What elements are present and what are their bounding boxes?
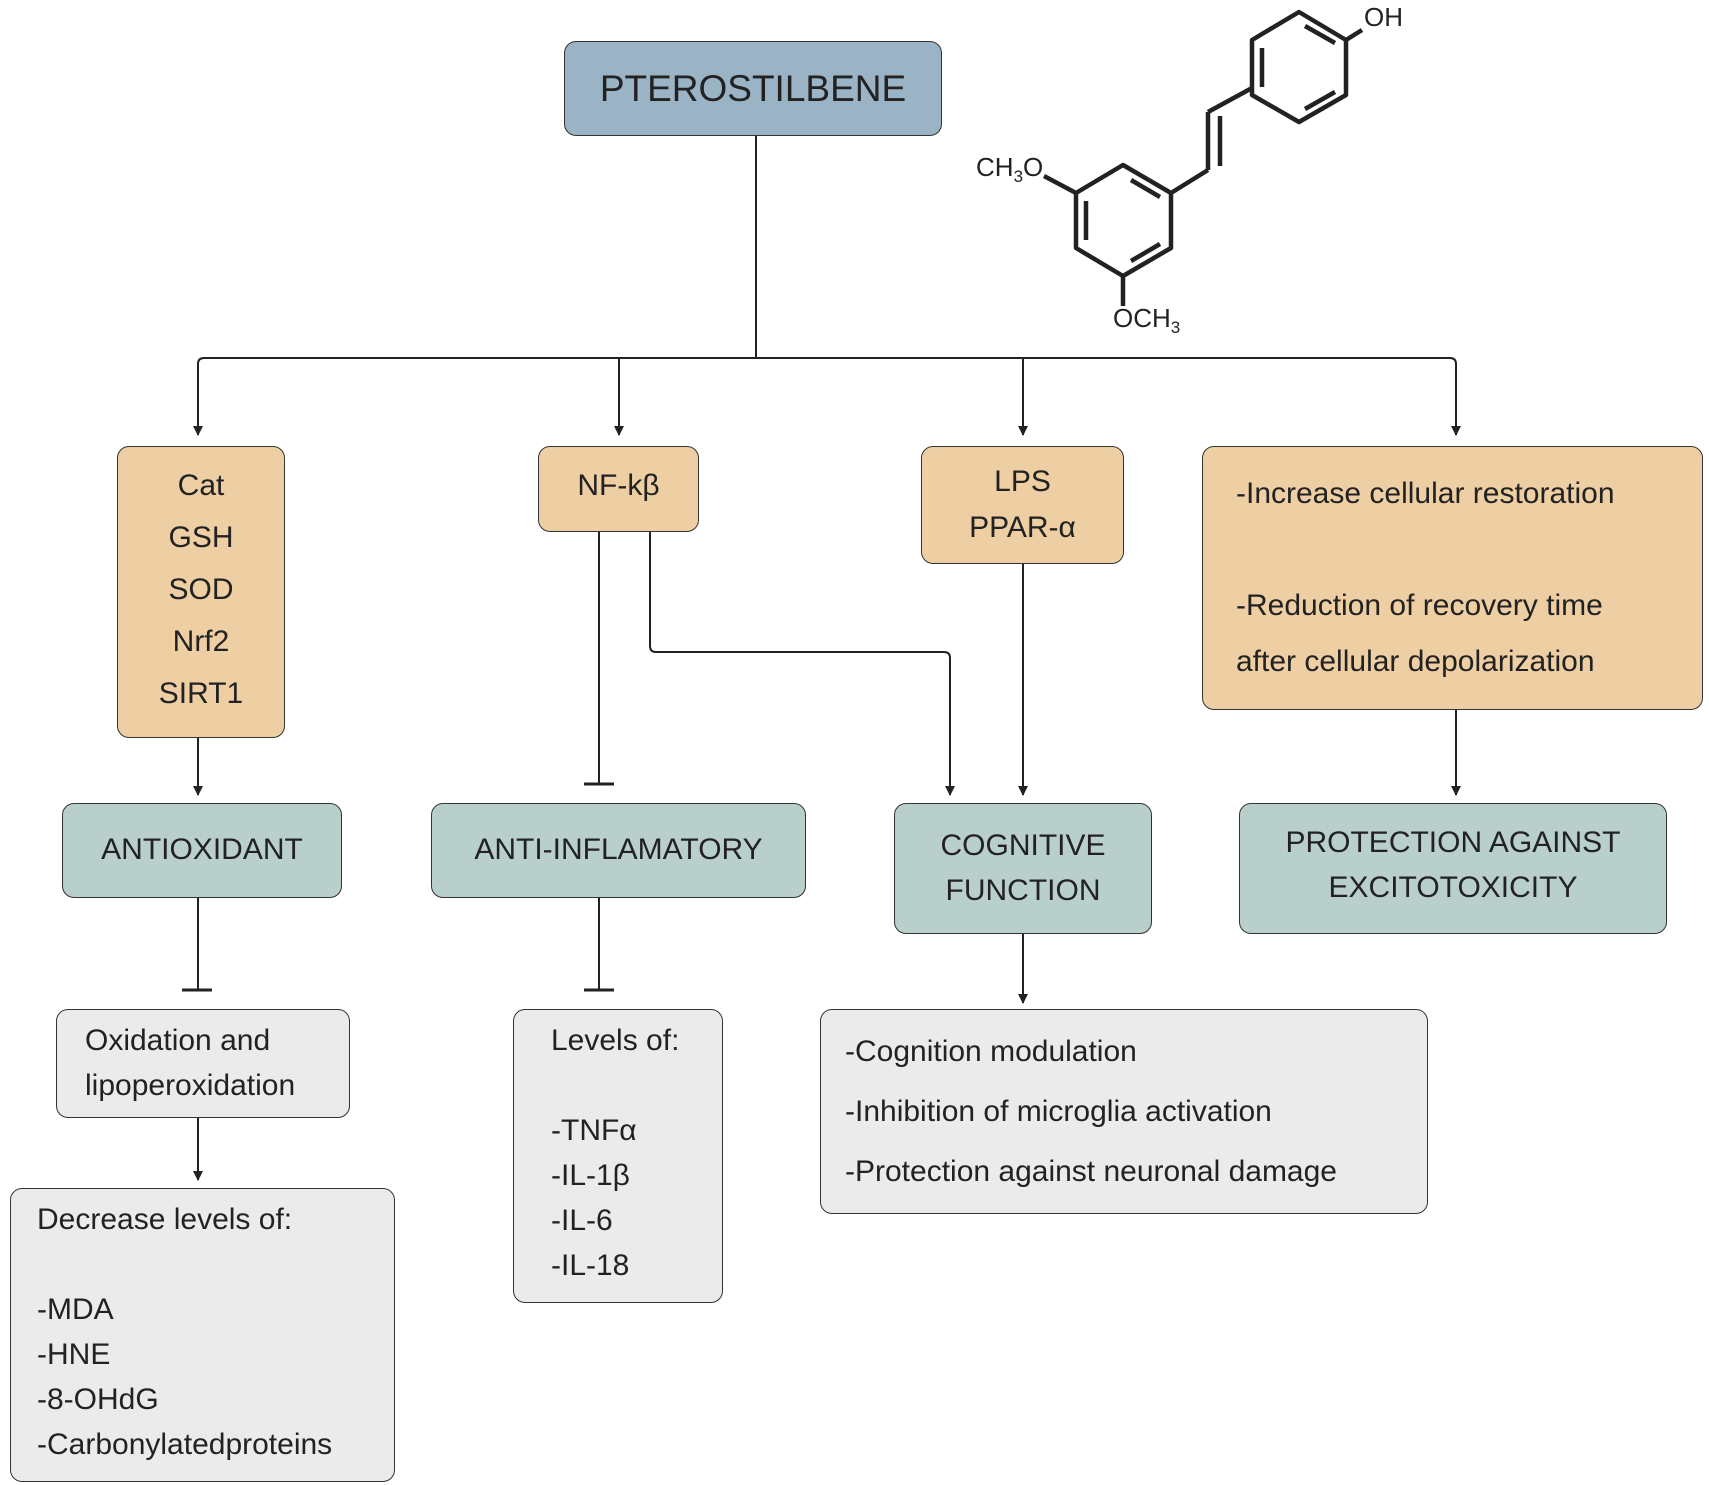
cognitive-text: COGNITIVE [940,829,1106,862]
och-text: OCH [1113,303,1171,333]
restoration-item: -Increase cellular restoration [1236,477,1615,510]
decrease-levels-box: Decrease levels of: -MDA -HNE -8-OHdG -C… [10,1188,395,1482]
methoxy-bottom-label: OCH3 [1113,303,1180,338]
decrease-item: -8-OHdG [37,1383,159,1416]
protection-text: PROTECTION AGAINST [1285,826,1621,859]
restoration-item: -Reduction of recovery time [1236,589,1603,622]
enzyme-item: GSH [168,521,234,554]
ch-text: CH [976,152,1014,182]
protection-box: PROTECTION AGAINST EXCITOTOXICITY [1239,803,1667,934]
oxidation-box: Oxidation and lipoperoxidation [56,1009,350,1118]
title-box: PTEROSTILBENE [564,41,942,136]
decrease-heading: Decrease levels of: [37,1203,293,1236]
levels-heading: Levels of: [551,1024,680,1057]
enzyme-item: Nrf2 [172,625,230,658]
hydroxyl-label: OH [1364,2,1403,33]
restoration-item: after cellular depolarization [1236,645,1595,678]
cytokine-item: -TNFα [551,1114,637,1147]
cytokine-item: -IL-6 [551,1204,613,1237]
subscript-3: 3 [1170,318,1181,338]
enzyme-item: SIRT1 [158,677,244,710]
methoxy-left-label: CH3O [976,152,1043,187]
enzyme-item: SOD [168,573,234,606]
enzyme-item: Cat [177,469,225,502]
branch-bar [197,357,1457,370]
lipoperoxidation-text: lipoperoxidation [85,1069,296,1102]
lps-text: LPS [994,465,1051,498]
arrow-nfkb-cognitive [649,532,955,796]
enzymes-box: Cat GSH SOD Nrf2 SIRT1 [117,446,285,738]
cognitive-box: COGNITIVE FUNCTION [894,803,1152,934]
decrease-item: -HNE [37,1338,111,1371]
antioxidant-text: ANTIOXIDANT [101,833,303,866]
cognition-item: -Protection against neuronal damage [845,1155,1337,1188]
cognition-outcomes-box: -Cognition modulation -Inhibition of mic… [820,1009,1428,1214]
function-text: FUNCTION [945,874,1101,907]
antiinflammatory-text: ANTI-INFLAMATORY [474,833,763,866]
lps-ppar-box: LPS PPAR-α [921,446,1124,564]
nfkb-box: NF-kβ [538,446,699,532]
ppar-text: PPAR-α [969,511,1076,544]
decrease-item: -MDA [37,1293,114,1326]
subscript-3: 3 [1013,167,1024,187]
molecule-structure [1042,9,1364,306]
cytokine-item: -IL-18 [551,1249,630,1282]
antioxidant-box: ANTIOXIDANT [62,803,342,898]
cytokine-levels-box: Levels of: -TNFα -IL-1β -IL-6 -IL-18 [513,1009,723,1303]
decrease-item: -Carbonylatedproteins [37,1428,333,1461]
oh-text: OH [1364,2,1403,32]
antiinflammatory-box: ANTI-INFLAMATORY [431,803,806,898]
cognition-item: -Inhibition of microglia activation [845,1095,1272,1128]
excitotoxicity-text: EXCITOTOXICITY [1328,871,1578,904]
cytokine-item: -IL-1β [551,1159,630,1192]
nfkb-text: NF-kβ [577,469,660,502]
oxidation-text: Oxidation and [85,1024,271,1057]
cognition-item: -Cognition modulation [845,1035,1137,1068]
title-text: PTEROSTILBENE [599,68,907,109]
restoration-box: -Increase cellular restoration -Reductio… [1202,446,1703,710]
o-text: O [1023,152,1044,182]
